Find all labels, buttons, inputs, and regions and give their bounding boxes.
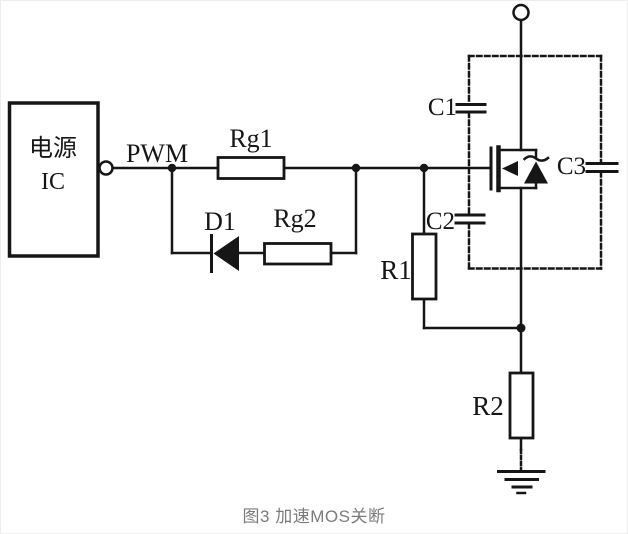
r1-label: R1: [380, 255, 412, 285]
drain-terminal: [512, 3, 530, 22]
diode-d1-triangle: [213, 236, 239, 271]
power-ic-label-line2: IC: [41, 169, 65, 195]
junction-dot: [516, 323, 526, 333]
ground-symbol: [497, 470, 546, 495]
rg1-label: Rg1: [229, 124, 272, 153]
body-diode-cathode-curve: [522, 155, 550, 162]
component-labels: 电源 IC PWM Rg1 D1 Rg2 C1 C2 C3 R1 R2: [29, 94, 586, 421]
d1-label: D1: [204, 207, 236, 236]
junction-dot: [351, 163, 361, 173]
filled-shapes: [167, 161, 548, 333]
junction-dot: [167, 163, 177, 173]
body-diode-triangle: [524, 161, 548, 184]
rg2-label: Rg2: [273, 204, 316, 233]
resistor-rg2-symbol: [263, 242, 333, 266]
pwm-output-terminal: [98, 160, 114, 176]
capacitors: [454, 103, 619, 225]
mosfet-symbol: [489, 145, 550, 193]
mosfet-package-outline: [467, 54, 603, 270]
circuit: 电源 IC PWM Rg1 D1 Rg2 C1 C2 C3 R1 R2: [7, 3, 619, 495]
figure-caption: 图3 加速MOS关断: [242, 507, 386, 526]
junction-dot: [419, 163, 429, 173]
mosfet-arrow: [502, 161, 518, 176]
pwm-label: PWM: [126, 139, 188, 168]
c2-label: C2: [426, 208, 455, 235]
power-ic-label-line1: 电源: [29, 135, 77, 162]
resistor-r2-symbol: [508, 371, 535, 440]
c1-label: C1: [428, 94, 457, 121]
c3-label: C3: [557, 153, 586, 180]
r2-label: R2: [472, 391, 504, 421]
resistor-r1-symbol: [411, 232, 438, 301]
power-ic-box: [7, 101, 100, 258]
resistor-rg1-symbol: [216, 156, 286, 180]
